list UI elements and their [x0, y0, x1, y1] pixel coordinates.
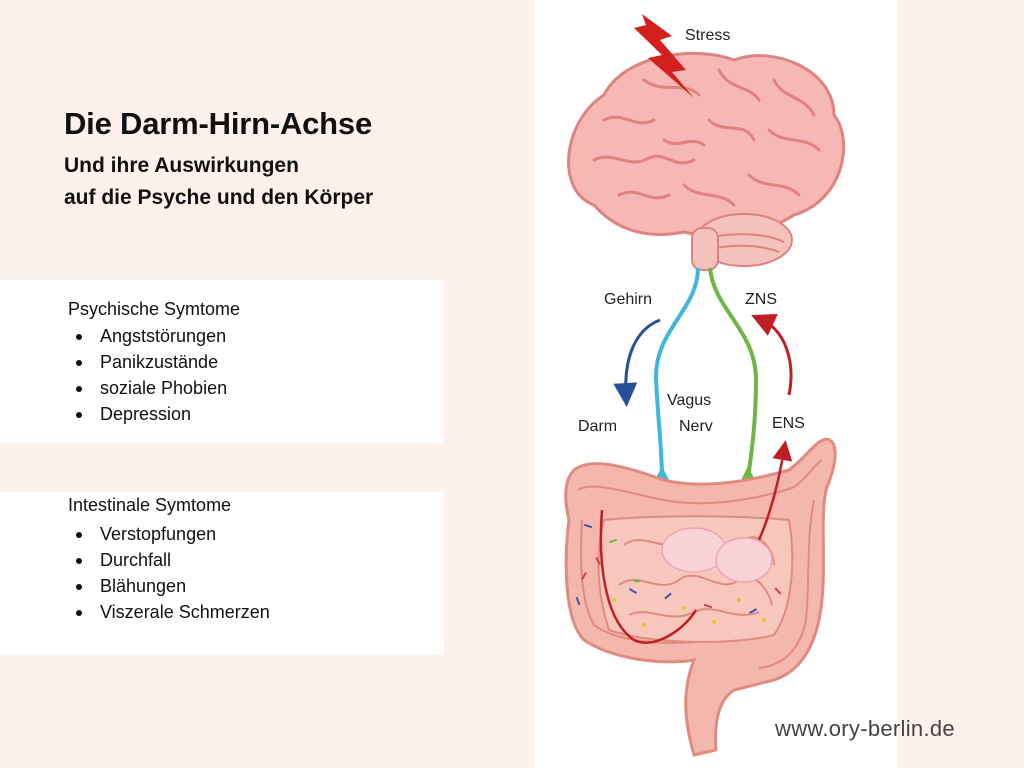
arrow-brain-to-gut [613, 318, 661, 407]
title-block: Die Darm-Hirn-Achse Und ihre Auswirkunge… [64, 106, 373, 214]
intestinal-symptoms-heading: Intestinale Symtome [68, 495, 232, 515]
nerv-label: Nerv [679, 418, 713, 435]
darm-label: Darm [578, 418, 617, 435]
intestinal-symptoms-list: Verstopfungen Durchfall Blähungen Viszer… [76, 521, 300, 625]
brain-illustration [567, 51, 846, 271]
list-item: Panikzustände [76, 349, 300, 375]
list-item: soziale Phobien [76, 375, 300, 401]
ens-label: ENS [772, 415, 805, 432]
arrow-ens-to-zns [751, 314, 793, 396]
stress-bolt-icon [634, 14, 694, 98]
psychic-symptoms-card: Psychische Symtome Angststörungen Panikz… [0, 280, 444, 443]
list-item: Angststörungen [76, 323, 300, 349]
gut-bacteria [575, 523, 782, 627]
vagus-nerve-efferent [708, 267, 759, 479]
vagus-nerve-afferent [653, 267, 700, 479]
gehirn-label: Gehirn [604, 291, 652, 308]
psychic-symptoms-list: Angststörungen Panikzustände soziale Pho… [76, 323, 300, 427]
list-item: Verstopfungen [76, 521, 300, 547]
arrow-gut-to-ens [757, 440, 793, 541]
subtitle-line-1: Und ihre Auswirkungen [64, 154, 299, 177]
subtitle-line-2: auf die Psyche und den Körper [64, 186, 374, 209]
psychic-symptoms-heading: Psychische Symtome [68, 299, 241, 319]
list-item: Durchfall [76, 547, 300, 573]
vagus-label: Vagus [667, 392, 711, 409]
diagram-panel: Stress Gehirn ZNS Vagus Nerv Darm ENS [534, 0, 898, 768]
gut-brain-diagram: Stress Gehirn ZNS Vagus Nerv Darm ENS [564, 14, 846, 757]
list-item: Depression [76, 401, 300, 427]
zns-label: ZNS [745, 291, 777, 308]
list-item: Blähungen [76, 573, 300, 599]
intestinal-symptoms-card: Intestinale Symtome Verstopfungen Durchf… [0, 492, 444, 655]
gut-signal-path [599, 509, 698, 644]
list-item: Viszerale Schmerzen [76, 599, 300, 625]
intestine-illustration [564, 437, 837, 757]
stress-label: Stress [685, 27, 730, 44]
website-url[interactable]: www.ory-berlin.de [775, 716, 955, 741]
page-title: Die Darm-Hirn-Achse [64, 106, 373, 141]
page-subtitle: Und ihre Auswirkungen auf die Psyche und… [64, 150, 373, 214]
